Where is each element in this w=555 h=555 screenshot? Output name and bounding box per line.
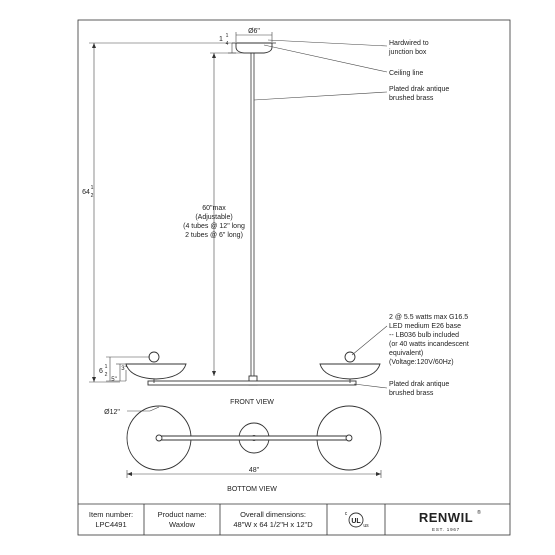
item-number-value: LPC4491 [95,520,126,529]
left-shade [125,363,187,380]
canopy-height-num: 1 [226,33,229,39]
canopy-height-den: 4 [226,41,229,47]
front-view-title: FRONT VIEW [230,399,274,406]
shade-diameter-label: Ø12" [104,409,120,416]
overall-height-arrow-top [92,43,96,48]
stem-note-line: 60"max [202,205,226,212]
horizontal-arm [147,380,357,386]
brand-name: RENWIL [419,510,473,525]
shade-dia-leader-end [149,406,160,412]
callout-line: -- LB036 bulb included [389,332,459,339]
callout-leaders [253,39,388,389]
callout-line: Plated drak antique [389,381,449,388]
ul-c-text: c [345,511,348,517]
ul-text: UL [351,518,361,525]
callout-line: brushed brass [389,95,434,102]
callout-line: brushed brass [389,390,434,397]
stem-max-arrow-top [212,53,216,58]
shade-height-num: 1 [105,364,108,370]
bulb-leader [351,325,388,356]
ceiling-leader [263,44,388,73]
hardwired-callout: Hardwired to junction box [388,40,429,56]
brand-registered-mark: ® [477,509,481,516]
brand-established: EST. 1967 [432,527,460,532]
stem-note-line: (Adjustable) [195,214,232,221]
bottom-view-title: BOTTOM VIEW [227,486,277,493]
shade-height-whole: 6 [99,368,103,375]
hardwired-leader [267,39,388,47]
product-name-value: Waxlow [169,520,196,529]
stem-max-arrow-bottom [212,371,216,376]
arm-plan [157,435,350,441]
sheet-border [77,19,511,536]
right-shade [319,363,381,380]
product-name-label: Product name: [158,510,207,519]
arm-finish-leader [353,383,388,389]
dimension-lines [89,32,273,383]
overall-dimensions-label: Overall dimensions: [240,510,306,519]
bottom-view [126,405,382,471]
right-socket-plan [345,434,353,442]
callout-line: 2 @ 5.5 watts max G16.5 [389,314,468,321]
callout-line: Hardwired to [389,40,429,47]
callout-line: equivalent) [389,350,423,357]
callout-line: junction box [388,49,427,56]
overall-height-arrow-bottom [92,377,96,382]
item-number-label: Item number: [89,510,133,519]
canopy-diameter-label: Ø6" [248,28,260,35]
ul-circle [348,512,364,528]
left-bulb [148,351,160,363]
callout-line: (Voltage:120V/60Hz) [389,359,454,366]
overall-height-num: 1 [91,185,94,191]
stem-finish-leader [253,91,388,101]
ul-certification-mark: UL c us [345,511,369,529]
callout-line: Plated drak antique [389,86,449,93]
canopy-height-whole: 1 [219,36,223,43]
front-view [125,42,381,386]
shade-depth-label: 3" [121,366,126,372]
bulb-callout: 2 @ 5.5 watts max G16.5 LED medium E26 b… [389,314,469,366]
shade-inner-label: 5" [111,377,116,383]
ceiling-line-callout: Ceiling line [389,70,423,77]
stem-note-line: 2 tubes @ 6" long) [185,232,243,239]
callout-line: LED medium E26 base [389,323,461,330]
width-label: 48" [249,467,260,474]
width-arrow-right [376,472,381,476]
stem-max-note: 60"max (Adjustable) (4 tubes @ 12" long … [183,205,245,239]
stem-note-line: (4 tubes @ 12" long [183,223,245,230]
shade-height-den: 2 [105,372,108,378]
renwil-logo: RENWIL ® EST. 1967 [419,509,481,532]
stem-finish-callout: Plated drak antique brushed brass [389,86,449,102]
width-arrow-left [127,472,132,476]
overall-height-den: 2 [91,193,94,199]
ul-us-text: us [363,523,369,529]
canopy [235,42,273,54]
arm-finish-callout: Plated drak antique brushed brass [389,381,449,397]
overall-height-whole: 64 [82,189,90,196]
overall-dimensions-value: 48"W x 64 1/2"H x 12"D [233,520,313,529]
left-socket-plan [155,434,163,442]
callout-line: (or 40 watts incandescent [389,341,469,348]
